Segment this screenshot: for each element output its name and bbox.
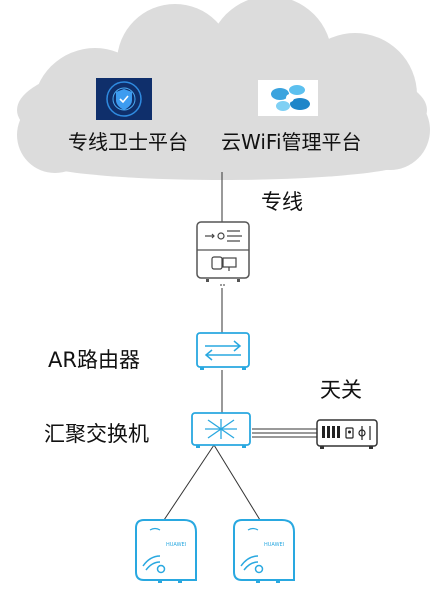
aggregation-switch-label: 汇聚交换机 (44, 422, 149, 446)
access-point-icon: HUAWEI (135, 519, 197, 583)
access-point-icon: HUAWEI (233, 519, 295, 583)
router-label: AR路由器 (48, 348, 140, 372)
guard-platform-label: 专线卫士平台 (68, 130, 188, 154)
ap-brand-label: HUAWEI (166, 542, 186, 548)
switch-icon (191, 412, 251, 448)
ap-brand-label: HUAWEI (264, 542, 284, 548)
gateway-icon (316, 419, 378, 449)
connection-lines (163, 172, 317, 521)
firewall-icon (196, 221, 250, 286)
wifi-cloud-logo (258, 80, 318, 116)
gateway-label: 天关 (320, 378, 362, 402)
router-icon (196, 332, 250, 370)
wifi-platform-label: 云WiFi管理平台 (221, 130, 362, 154)
shield-icon (96, 78, 152, 120)
leased-line-label: 专线 (261, 190, 303, 214)
